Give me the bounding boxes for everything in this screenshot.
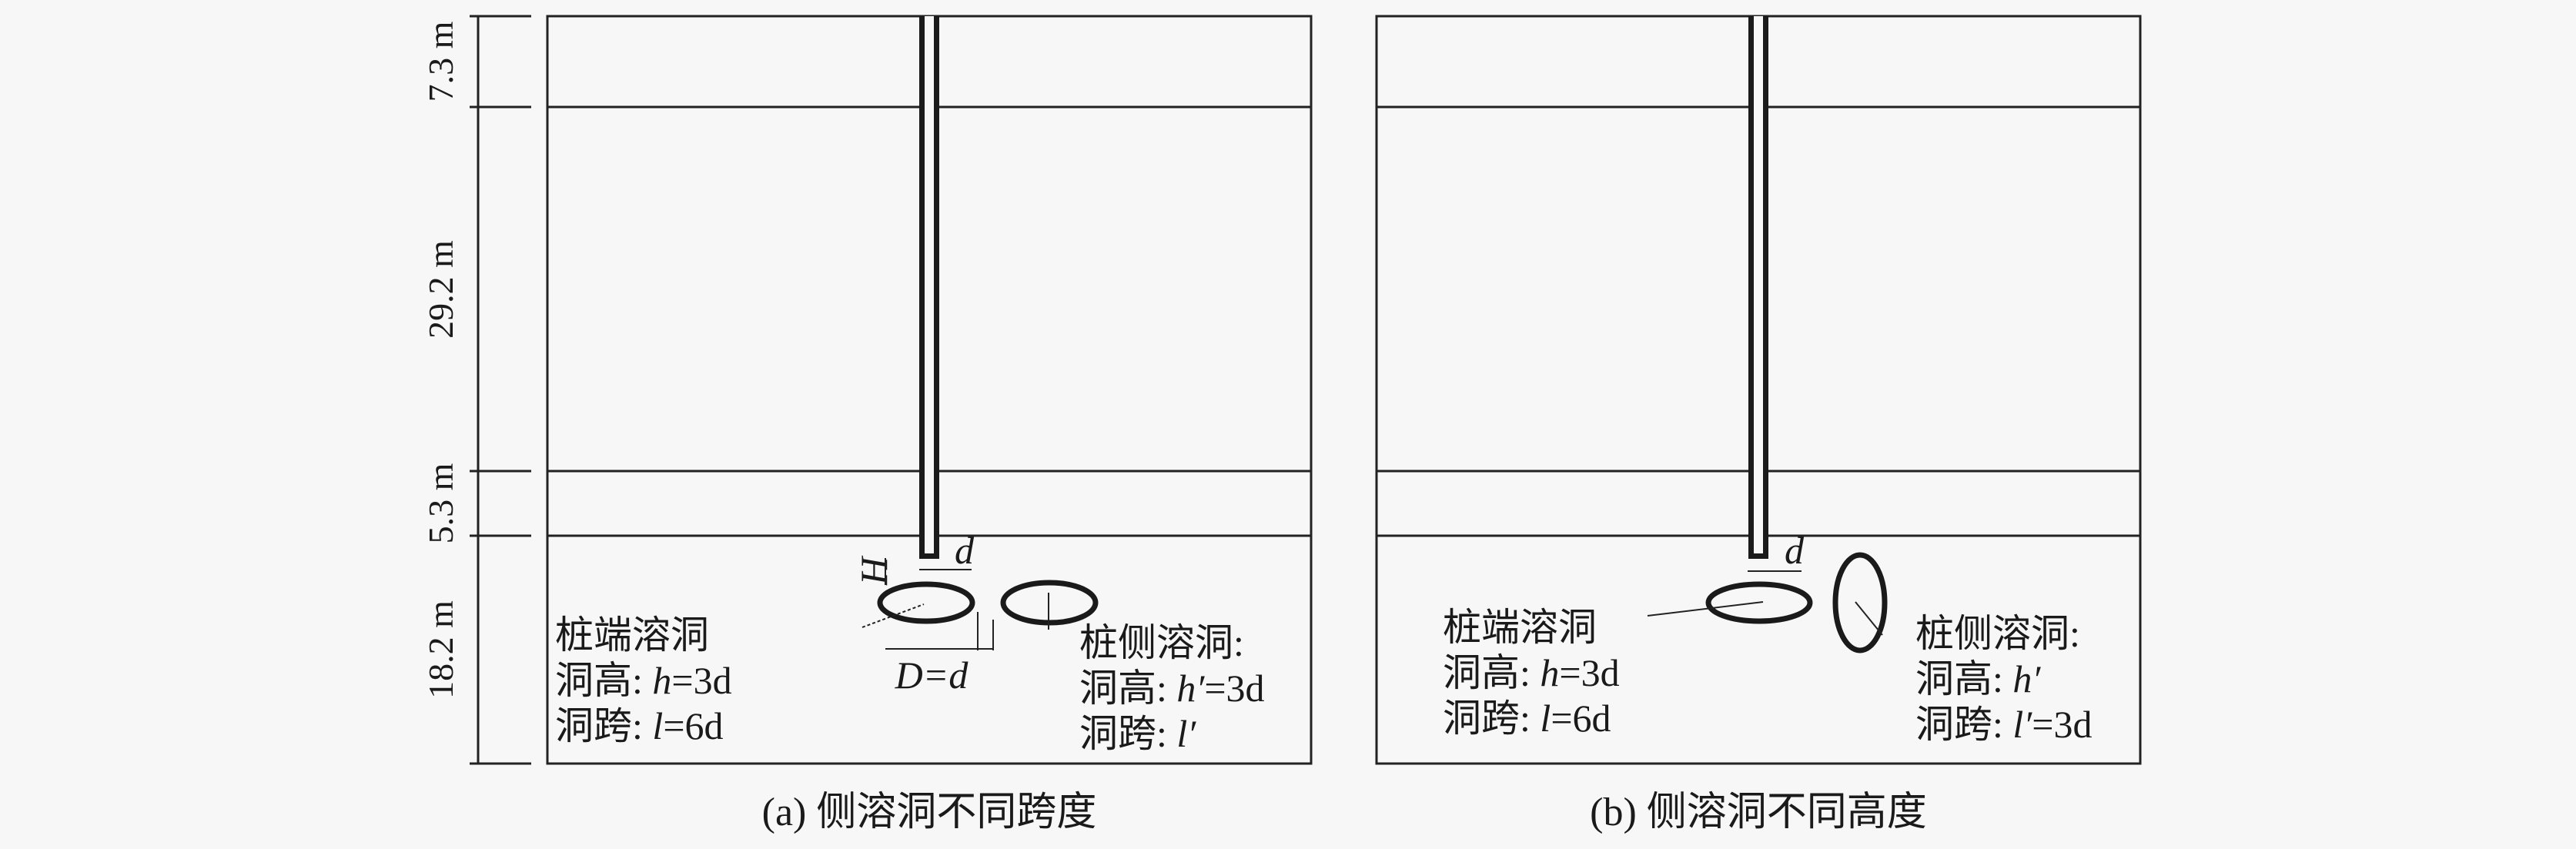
depth-dimension-scale: 7.3 m 29.2 m 5.3 m 18.2 m: [421, 15, 531, 765]
side-cave-span: 洞跨: l′: [1079, 712, 1196, 755]
side-cave-title: 桩侧溶洞:: [1915, 612, 2080, 655]
dim-layer-2: 29.2 m: [421, 240, 460, 339]
panel-b: d 桩端溶洞 洞高: h=3d 洞跨: l=6d 桩侧溶洞: 洞高: h′ 洞跨…: [1375, 15, 2142, 834]
pile-diameter-label: d: [1785, 529, 1805, 572]
side-cave: [1832, 552, 1888, 653]
D-equals-d-label: D=d: [895, 653, 969, 697]
end-cave: [1705, 581, 1813, 624]
side-cave-info: 桩侧溶洞: 洞高: h′ 洞跨: l′=3d: [1915, 612, 2092, 746]
side-cave-info: 桩侧溶洞: 洞高: h′=3d 洞跨: l′: [1079, 621, 1265, 755]
dim-layer-1: 7.3 m: [421, 21, 460, 102]
H-label: H: [852, 555, 895, 586]
dim-layer-3: 5.3 m: [421, 463, 460, 543]
end-cave-span: 洞跨: l=6d: [1443, 697, 1611, 740]
end-cave-info: 桩端溶洞 洞高: h=3d 洞跨: l=6d: [1443, 606, 1620, 740]
end-cave-height: 洞高: h=3d: [1443, 651, 1620, 694]
end-cave-title: 桩端溶洞: [1443, 606, 1597, 649]
panel-a: d H D=d 桩端溶洞 洞高: h=3d 洞跨: l=6d 桩侧溶洞: 洞高:…: [546, 15, 1313, 834]
end-cave-span: 洞跨: l=6d: [555, 704, 724, 747]
side-cave-span: 洞跨: l′=3d: [1915, 703, 2092, 746]
panel-b-caption: (b) 侧溶洞不同高度: [1590, 791, 1927, 834]
end-cave: [877, 581, 975, 624]
side-cave-height: 洞高: h′=3d: [1079, 667, 1265, 710]
dim-layer-4: 18.2 m: [421, 600, 460, 699]
end-cave-info: 桩端溶洞 洞高: h=3d 洞跨: l=6d: [555, 613, 732, 747]
side-cave-height: 洞高: h′: [1915, 657, 2041, 700]
panel-a-caption: (a) 侧溶洞不同跨度: [762, 791, 1097, 834]
end-cave-title: 桩端溶洞: [555, 613, 709, 657]
side-cave-title: 桩侧溶洞:: [1079, 621, 1244, 664]
pile-diameter-label: d: [955, 529, 975, 572]
end-cave-height: 洞高: h=3d: [555, 659, 732, 702]
